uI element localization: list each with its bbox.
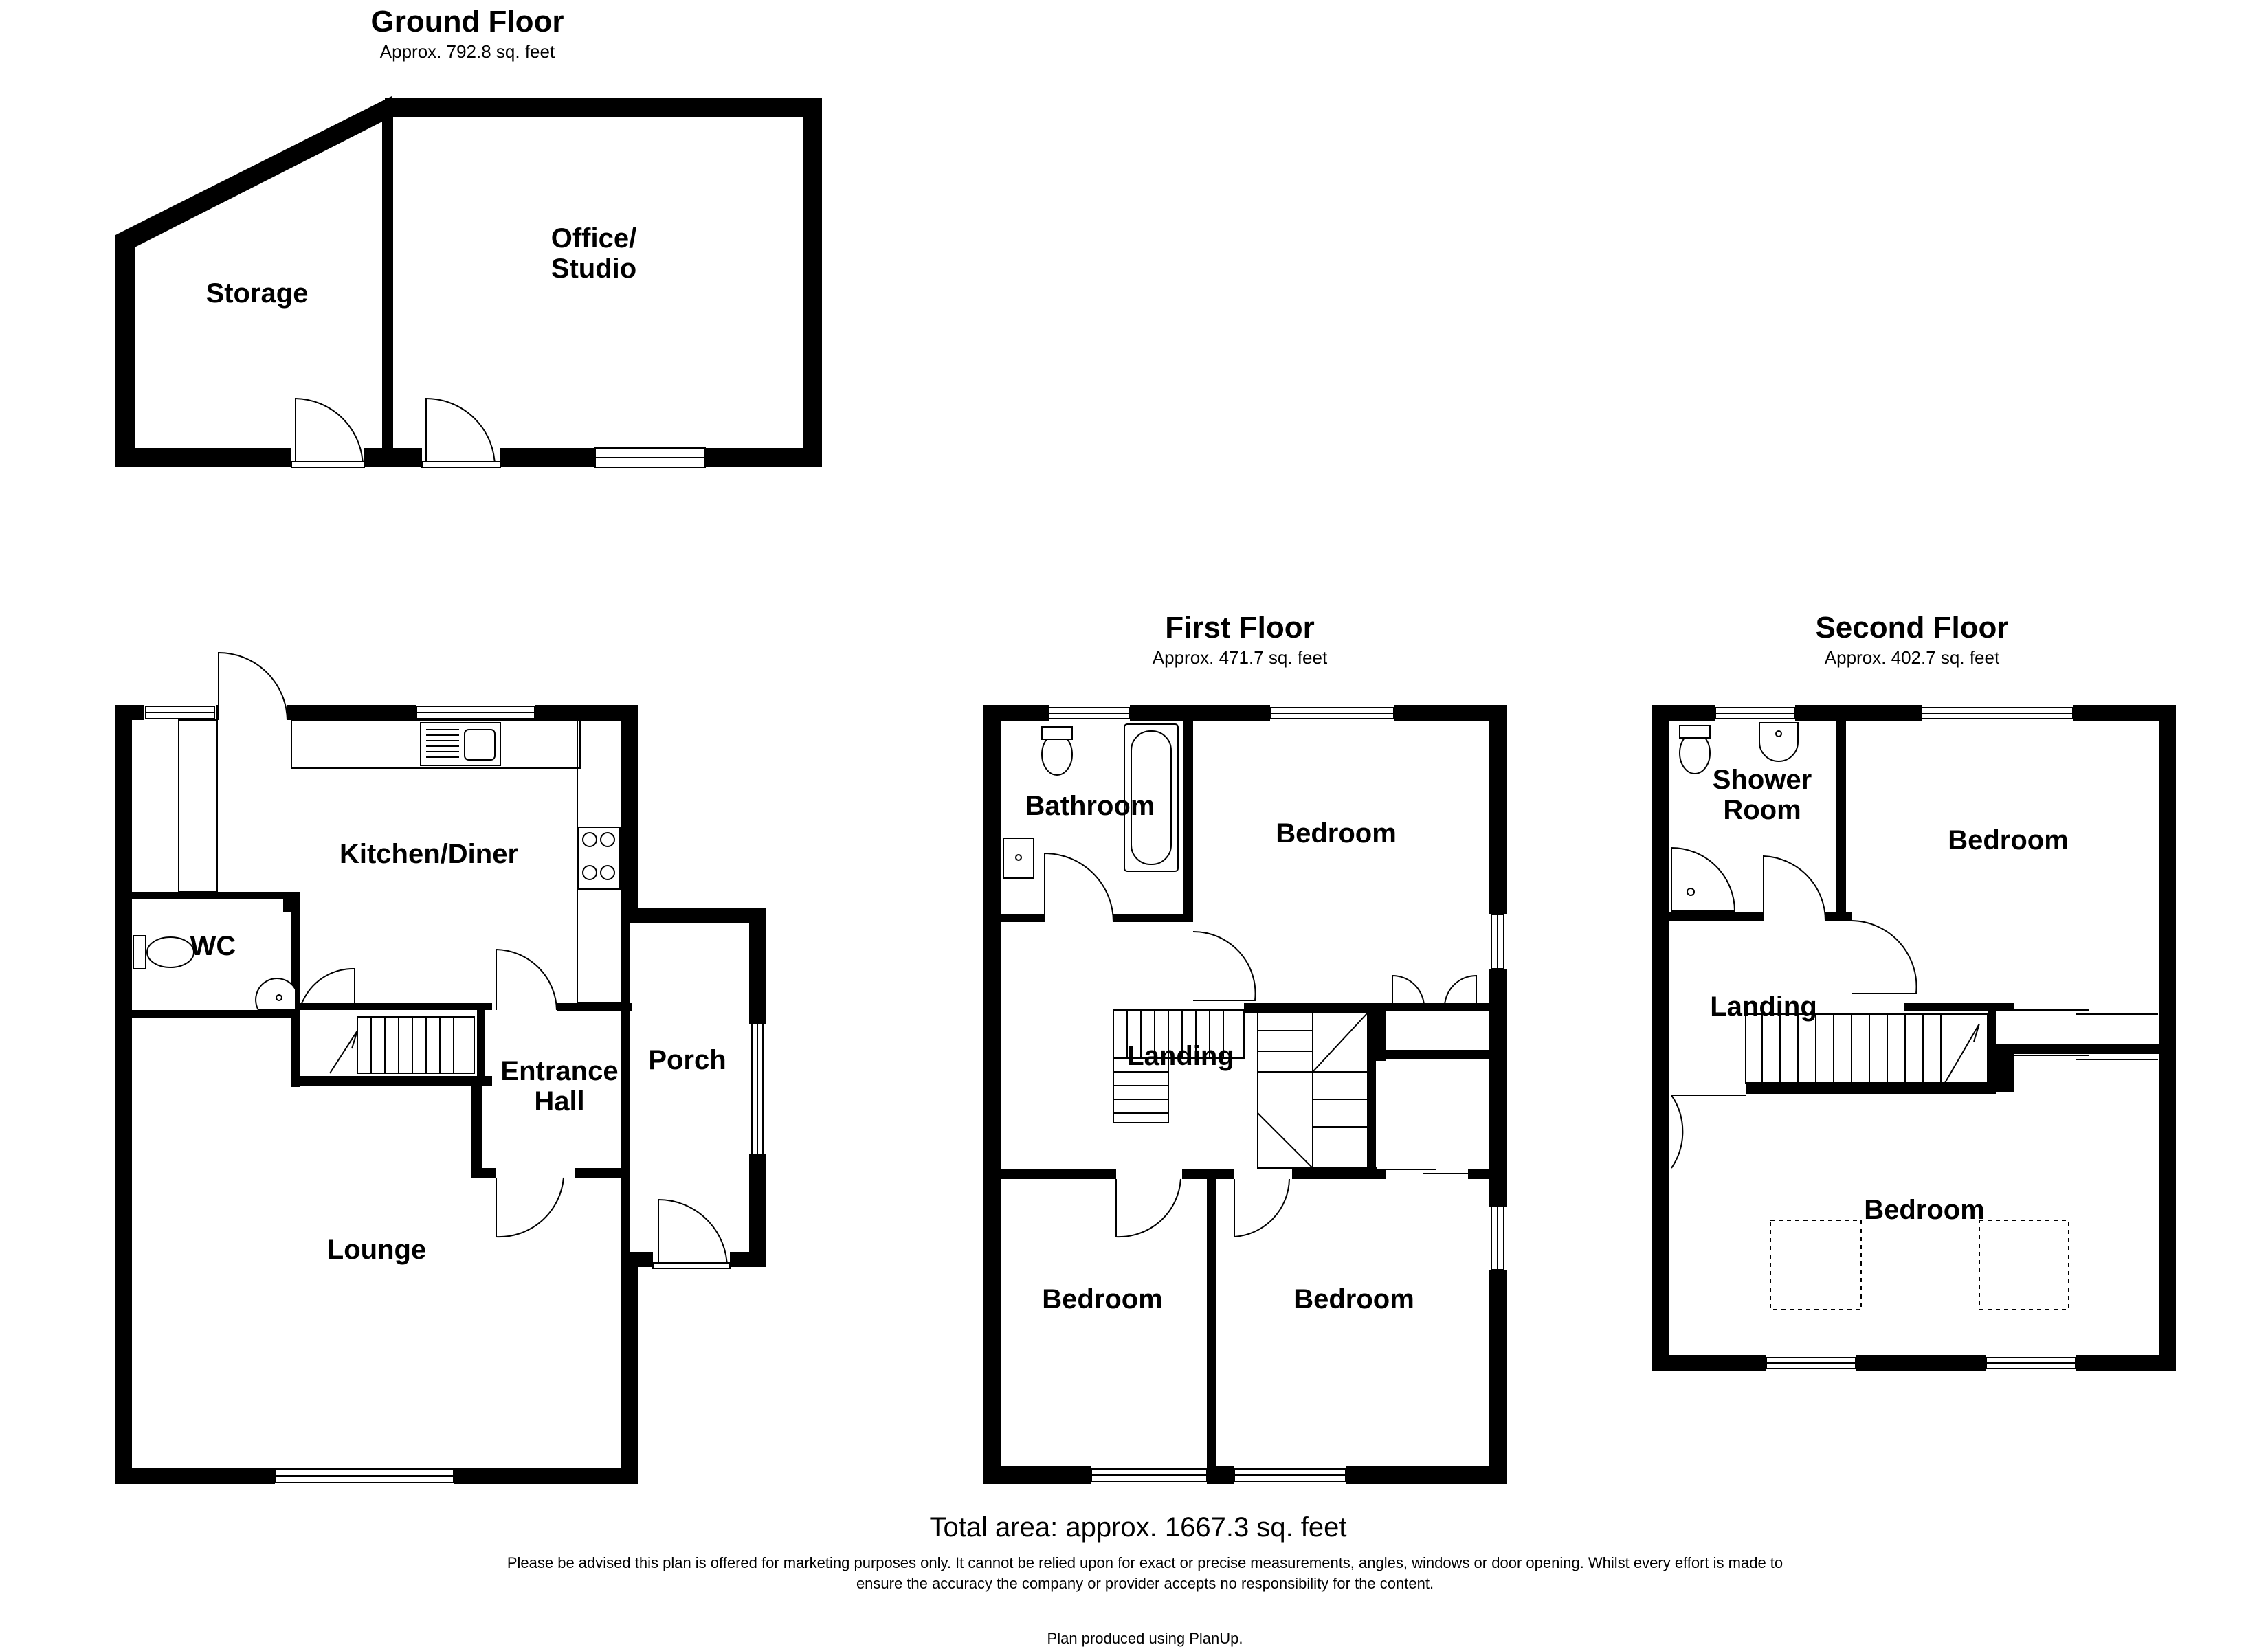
room-label-first-floor-bedroom-right: Bedroom xyxy=(1293,1284,1414,1314)
room-label-porch: Porch xyxy=(648,1045,726,1075)
room-label-first-floor-bedroom-main: Bedroom xyxy=(1276,818,1397,849)
room-label-kitchen: Kitchen/Diner xyxy=(340,839,518,869)
room-label-office-line2: Studio xyxy=(551,254,636,284)
room-label-entrance-line2: Hall xyxy=(534,1086,584,1117)
room-label-shower-line1: Shower xyxy=(1713,765,1812,795)
second-floor-plan xyxy=(1652,704,2176,1373)
first-floor-plan xyxy=(983,704,1508,1485)
room-label-entrance-line1: Entrance xyxy=(500,1056,618,1086)
first-floor-area: Approx. 471.7 sq. feet xyxy=(1153,647,1328,668)
room-label-second-floor-bedroom-bottom: Bedroom xyxy=(1864,1195,1985,1225)
disclaimer-line1: Please be advised this plan is offered f… xyxy=(507,1554,1783,1571)
disclaimer-line2: ensure the accuracy the company or provi… xyxy=(856,1575,1434,1592)
room-label-shower-line2: Room xyxy=(1723,795,1801,825)
room-label-second-floor-bedroom-top: Bedroom xyxy=(1948,825,2069,855)
second-floor-title: Second Floor xyxy=(1815,611,2008,644)
room-label-storage: Storage xyxy=(206,278,309,309)
room-label-office-line1: Office/ xyxy=(551,223,636,254)
room-label-first-floor-bedroom-left: Bedroom xyxy=(1042,1284,1163,1314)
room-label-wc: WC xyxy=(190,931,236,961)
ground-floor-plan xyxy=(115,651,767,1485)
room-label-second-floor-landing: Landing xyxy=(1710,991,1817,1022)
ground-floor-title: Ground Floor xyxy=(370,5,564,38)
outbuilding-plan xyxy=(115,96,822,469)
room-label-lounge: Lounge xyxy=(327,1235,426,1265)
room-label-bathroom: Bathroom xyxy=(1025,791,1155,821)
first-floor-title: First Floor xyxy=(1165,611,1315,644)
room-label-first-floor-landing: Landing xyxy=(1127,1041,1234,1071)
second-floor-area: Approx. 402.7 sq. feet xyxy=(1825,647,2000,668)
total-area: Total area: approx. 1667.3 sq. feet xyxy=(929,1512,1346,1543)
produced-by: Plan produced using PlanUp. xyxy=(1047,1630,1243,1647)
ground-floor-area: Approx. 792.8 sq. feet xyxy=(380,41,555,62)
